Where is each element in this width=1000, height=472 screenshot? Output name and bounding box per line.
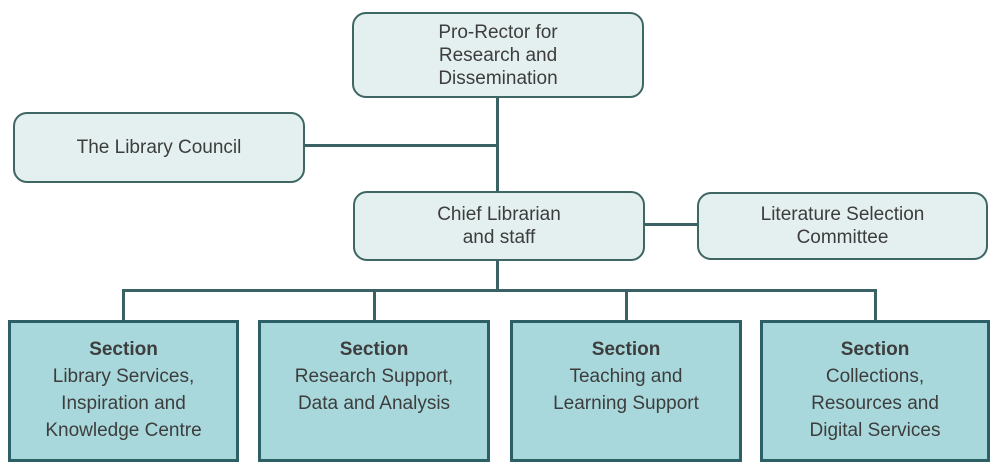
node-section-collections-resources: Section Collections, Resources and Digit… <box>760 320 990 462</box>
section-heading: Section <box>591 339 661 360</box>
node-library-council: The Library Council <box>13 112 305 183</box>
node-pro-rector-label: Pro-Rector for Research and Disseminatio… <box>438 21 558 89</box>
section-label: Collections, Resources and Digital Servi… <box>809 366 941 441</box>
connector-drop-section-1 <box>122 289 125 321</box>
node-literature-committee-label: Literature Selection Committee <box>760 204 925 248</box>
node-library-council-label: The Library Council <box>76 137 242 158</box>
section-label: Teaching and Learning Support <box>553 366 699 414</box>
node-pro-rector: Pro-Rector for Research and Disseminatio… <box>352 12 644 98</box>
section-heading: Section <box>89 339 158 360</box>
section-heading: Section <box>339 339 409 360</box>
section-heading: Section <box>840 339 910 360</box>
section-label: Research Support, Data and Analysis <box>294 366 454 414</box>
connector-drop-section-2 <box>373 289 376 321</box>
node-chief-librarian-label: Chief Librarian and staff <box>437 204 561 248</box>
node-section-library-services: Section Library Services, Inspiration an… <box>8 320 239 462</box>
connector-council-to-trunk <box>303 144 499 147</box>
connector-drop-section-3 <box>625 289 628 321</box>
node-section-research-support: Section Research Support, Data and Analy… <box>258 320 490 462</box>
connector-chief-to-committee <box>644 223 698 226</box>
node-literature-committee: Literature Selection Committee <box>697 192 988 260</box>
connector-chief-to-rail <box>496 260 499 292</box>
connector-drop-section-4 <box>874 289 877 321</box>
node-section-teaching-learning: Section Teaching and Learning Support <box>510 320 742 462</box>
node-chief-librarian: Chief Librarian and staff <box>353 191 645 261</box>
section-label: Library Services, Inspiration and Knowle… <box>45 366 202 441</box>
connector-sections-rail <box>122 289 877 292</box>
